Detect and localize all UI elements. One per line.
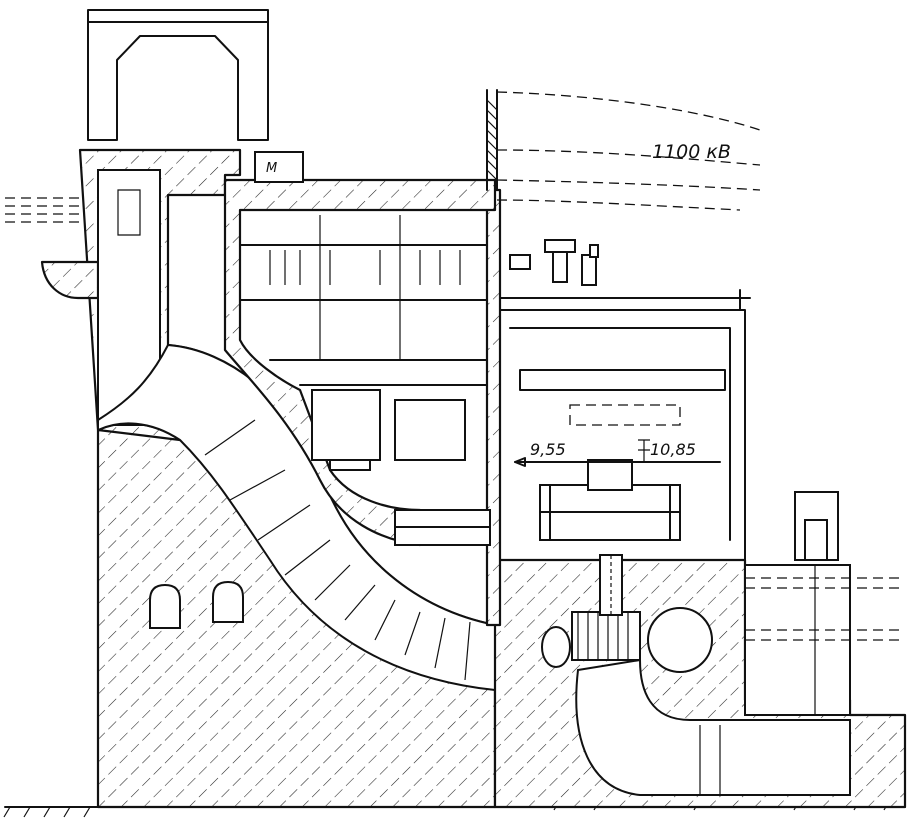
power-lines: 1100 кВ xyxy=(496,91,761,211)
dimension-left: 9,55 xyxy=(530,440,566,459)
dimension-line: 9,55 10,85 xyxy=(514,439,721,467)
gate-slot xyxy=(117,189,141,236)
draft-tube xyxy=(575,658,851,796)
machine-hall xyxy=(494,289,751,561)
roof-equipment xyxy=(509,239,599,286)
switchgear-floors xyxy=(239,215,488,386)
voltage-label: 1100 кВ xyxy=(652,141,731,163)
transformers xyxy=(311,389,466,471)
draft-tube-pier xyxy=(699,725,721,795)
dimension-right: 10,85 xyxy=(650,440,696,459)
motor-room: М xyxy=(254,151,304,183)
generator xyxy=(539,459,681,541)
lower-galleries xyxy=(394,509,491,546)
transmission-mast xyxy=(486,89,498,191)
penstock-segments xyxy=(204,419,471,681)
downstream-structure xyxy=(744,491,851,716)
upstream-cantilever xyxy=(40,260,100,300)
intake-gantry-crane xyxy=(87,9,269,141)
spiral-case xyxy=(541,607,713,673)
motor-label: М xyxy=(266,161,277,176)
upstream-water-level xyxy=(5,197,95,223)
tailwater-level xyxy=(745,577,905,641)
central-wall xyxy=(485,188,502,627)
turbine-shaft xyxy=(599,554,623,616)
